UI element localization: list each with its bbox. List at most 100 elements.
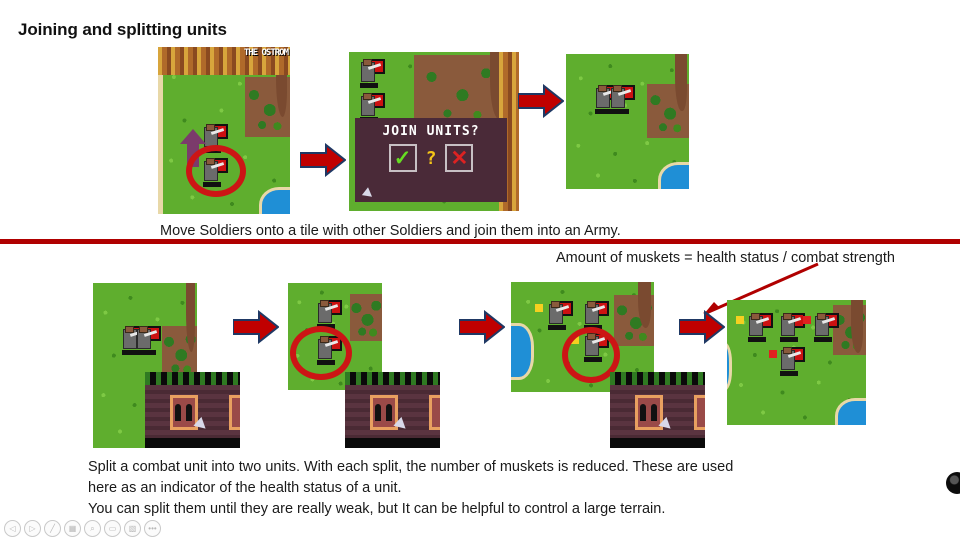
split-units-dialog[interactable] bbox=[145, 372, 240, 448]
join-caption: Move Soldiers onto a tile with other Sol… bbox=[160, 223, 621, 239]
flow-arrow-5 bbox=[679, 310, 725, 344]
unit-base bbox=[360, 83, 378, 88]
split-preview-frame bbox=[634, 394, 664, 430]
water-tile bbox=[838, 401, 866, 425]
previous-button[interactable]: ◁ bbox=[4, 520, 21, 537]
musket-hp-pip bbox=[736, 316, 744, 324]
dialog-bottom-border bbox=[345, 438, 440, 448]
unit-head bbox=[587, 301, 596, 308]
page-title: Joining and splitting units bbox=[18, 20, 227, 39]
musket-hp-pip bbox=[803, 316, 811, 324]
notes-button[interactable]: ▭ bbox=[104, 520, 121, 537]
soldier-unit[interactable] bbox=[813, 312, 839, 342]
unit-head bbox=[751, 313, 760, 320]
flow-arrow-4 bbox=[459, 310, 505, 344]
road-terrain bbox=[675, 54, 687, 111]
pen-button[interactable]: ╱ bbox=[44, 520, 61, 537]
water-tile bbox=[727, 345, 729, 388]
map-before-join[interactable]: THE OSTROM bbox=[158, 47, 290, 214]
split-units-dialog[interactable] bbox=[345, 372, 440, 448]
join-units-dialog[interactable]: JOIN UNITS? ✓ ? ✕ bbox=[355, 118, 507, 202]
unit-base bbox=[814, 337, 832, 342]
unit-head bbox=[363, 59, 372, 66]
zoom-button[interactable]: ⌕ bbox=[84, 520, 101, 537]
unit-head bbox=[139, 326, 148, 333]
dialog-top-border bbox=[610, 372, 705, 385]
unit-base bbox=[610, 109, 628, 114]
joined-army-unit[interactable] bbox=[609, 84, 635, 114]
slides-icon: ▦ bbox=[68, 524, 77, 533]
soldier-unit[interactable] bbox=[316, 299, 342, 329]
presentation-controls: ◁ ▷ ╱ ▦ ⌕ ▭ ▧ ••• bbox=[4, 520, 161, 537]
dialog-top-border bbox=[145, 372, 240, 385]
previous-icon: ◁ bbox=[9, 524, 16, 533]
split-preview-frame bbox=[369, 394, 399, 430]
split-step-4[interactable] bbox=[727, 300, 866, 425]
dialog-top-border bbox=[345, 372, 440, 385]
sand-edge bbox=[158, 47, 163, 214]
unit-head bbox=[363, 93, 372, 100]
forest-terrain bbox=[350, 293, 382, 341]
unit-base bbox=[780, 337, 798, 342]
water-tile bbox=[661, 165, 689, 189]
blank-screen-icon: ▧ bbox=[128, 524, 137, 533]
move-direction-arrow bbox=[180, 129, 206, 167]
check-icon: ✓ bbox=[393, 146, 412, 170]
split-figure bbox=[640, 403, 647, 421]
dialog-title: JOIN UNITS? bbox=[382, 124, 480, 139]
notes-icon: ▭ bbox=[108, 524, 117, 533]
split-figure bbox=[651, 403, 658, 421]
hud-location-label: THE OSTROM bbox=[243, 48, 289, 58]
road-terrain bbox=[638, 282, 652, 329]
unit-head bbox=[206, 124, 215, 131]
unit-head bbox=[125, 326, 134, 333]
selection-highlight bbox=[186, 145, 246, 197]
confirm-join-button[interactable]: ✓ bbox=[388, 144, 417, 172]
unit-head bbox=[783, 313, 792, 320]
unit-base bbox=[780, 371, 798, 376]
unit-head bbox=[817, 313, 826, 320]
soldier-unit[interactable] bbox=[583, 300, 609, 330]
split-units-dialog[interactable] bbox=[610, 372, 705, 448]
unit-head bbox=[613, 85, 622, 92]
road-terrain bbox=[850, 300, 864, 353]
unit-head bbox=[783, 347, 792, 354]
soldier-unit[interactable] bbox=[359, 58, 385, 88]
more-button[interactable]: ••• bbox=[144, 520, 161, 537]
cancel-join-button[interactable]: ✕ bbox=[445, 144, 474, 172]
musket-annotation: Amount of muskets = health status / comb… bbox=[556, 250, 895, 266]
unit-base bbox=[136, 350, 154, 355]
split-figure bbox=[175, 403, 182, 421]
blank-button[interactable]: ▧ bbox=[124, 520, 141, 537]
slides-button[interactable]: ▦ bbox=[64, 520, 81, 537]
more-options-icon: ••• bbox=[148, 524, 157, 533]
soldier-unit[interactable] bbox=[135, 325, 161, 355]
road-terrain bbox=[275, 47, 288, 118]
split-figure bbox=[386, 403, 393, 421]
unit-head bbox=[551, 301, 560, 308]
split-preview-frame-secondary bbox=[228, 394, 240, 430]
soldier-unit[interactable] bbox=[779, 346, 805, 376]
split-figure bbox=[186, 403, 193, 421]
map-after-join[interactable] bbox=[566, 54, 689, 189]
soldier-unit[interactable] bbox=[747, 312, 773, 342]
split-preview-frame-secondary bbox=[428, 394, 440, 430]
map-join-prompt[interactable]: JOIN UNITS? ✓ ? ✕ bbox=[349, 52, 519, 211]
soldier-unit[interactable] bbox=[779, 312, 805, 342]
split-figure bbox=[375, 403, 382, 421]
forest-terrain bbox=[413, 55, 502, 129]
flow-arrow-3 bbox=[233, 310, 279, 344]
soldier-unit[interactable] bbox=[547, 300, 573, 330]
play-button[interactable]: ▷ bbox=[24, 520, 41, 537]
dialog-bottom-border bbox=[610, 438, 705, 448]
unit-base bbox=[548, 325, 566, 330]
split-caption: Split a combat unit into two units. With… bbox=[88, 459, 734, 517]
hud-strip bbox=[158, 47, 290, 76]
musket-hp-pip bbox=[535, 304, 543, 312]
pen-icon: ╱ bbox=[50, 524, 55, 533]
unit-head bbox=[320, 300, 329, 307]
pointer-cursor-icon bbox=[361, 187, 376, 201]
section-divider bbox=[0, 239, 960, 244]
unit-base bbox=[748, 337, 766, 342]
